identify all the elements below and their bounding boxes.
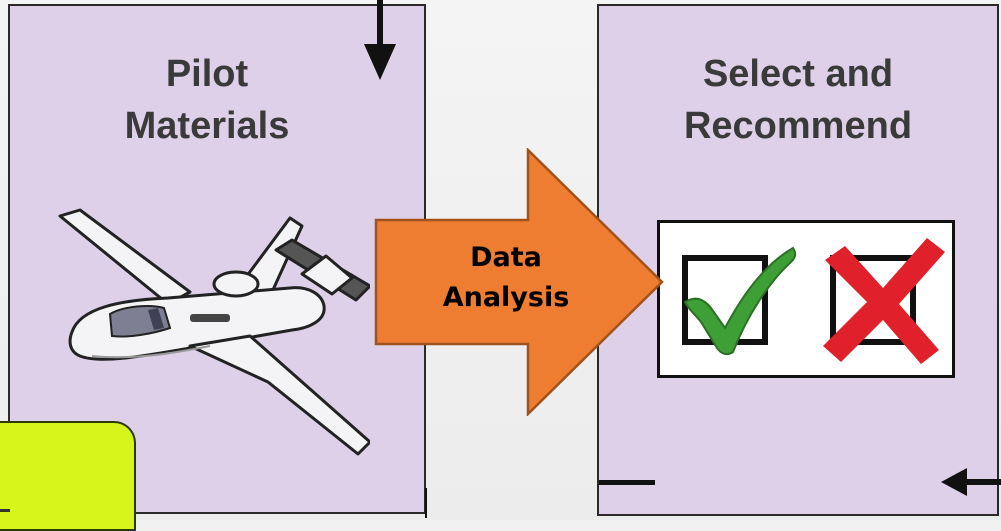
data-analysis-arrow: Data Analysis: [374, 148, 666, 416]
callout-tick: [0, 509, 10, 512]
down-arrow-icon: [364, 0, 396, 80]
airplane-icon: [58, 208, 370, 456]
data-analysis-label-line-2: Analysis: [442, 282, 570, 313]
check-mark-icon: [683, 246, 797, 356]
select-recommend-title-line-1: Select and: [702, 53, 894, 95]
data-analysis-label-line-1: Data: [470, 242, 542, 273]
decision-box: [657, 220, 955, 378]
pilot-materials-title: Pilot Materials: [50, 48, 364, 152]
pilot-materials-title-line-2: Materials: [124, 105, 290, 147]
callout-box: [0, 421, 136, 531]
connector-dash: [599, 480, 655, 485]
pilot-materials-title-line-1: Pilot: [165, 53, 249, 95]
select-recommend-title: Select and Recommend: [599, 48, 997, 152]
cross-mark-icon: [823, 238, 945, 364]
right-arrow-shape: [374, 148, 664, 416]
data-analysis-label: Data Analysis: [406, 238, 606, 318]
select-recommend-panel: Select and Recommend: [597, 4, 1001, 516]
left-arrow-icon: [941, 468, 1001, 496]
panel-edge-line: [425, 488, 427, 518]
select-recommend-title-line-2: Recommend: [683, 105, 913, 147]
